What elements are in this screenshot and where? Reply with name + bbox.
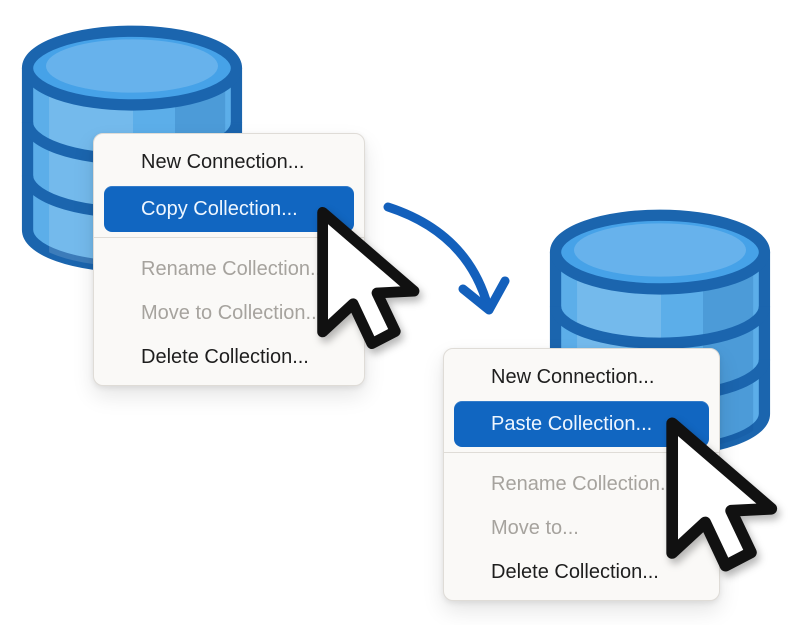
menu-item-delete-collection[interactable]: Delete Collection... bbox=[491, 561, 659, 583]
menu-item-rename-collection: Rename Collection... bbox=[141, 258, 327, 280]
menu-separator bbox=[444, 452, 719, 453]
menu-item-copy-collection[interactable]: Copy Collection... bbox=[104, 186, 354, 232]
menu-item-new-connection[interactable]: New Connection... bbox=[491, 366, 655, 388]
menu-separator bbox=[94, 237, 364, 238]
curved-arrow-icon bbox=[383, 202, 510, 315]
menu-item-delete-collection[interactable]: Delete Collection... bbox=[141, 346, 309, 368]
menu-item-move-to-collection: Move to Collection... bbox=[141, 302, 323, 324]
mouse-cursor-icon-left bbox=[317, 206, 420, 350]
menu-item-move-to: Move to... bbox=[491, 517, 579, 539]
mouse-cursor-icon-right bbox=[666, 417, 778, 572]
context-menu-left: New Connection... Copy Collection... Ren… bbox=[93, 133, 365, 386]
menu-item-new-connection[interactable]: New Connection... bbox=[141, 151, 305, 173]
menu-item-rename-collection: Rename Collection... bbox=[491, 473, 677, 495]
